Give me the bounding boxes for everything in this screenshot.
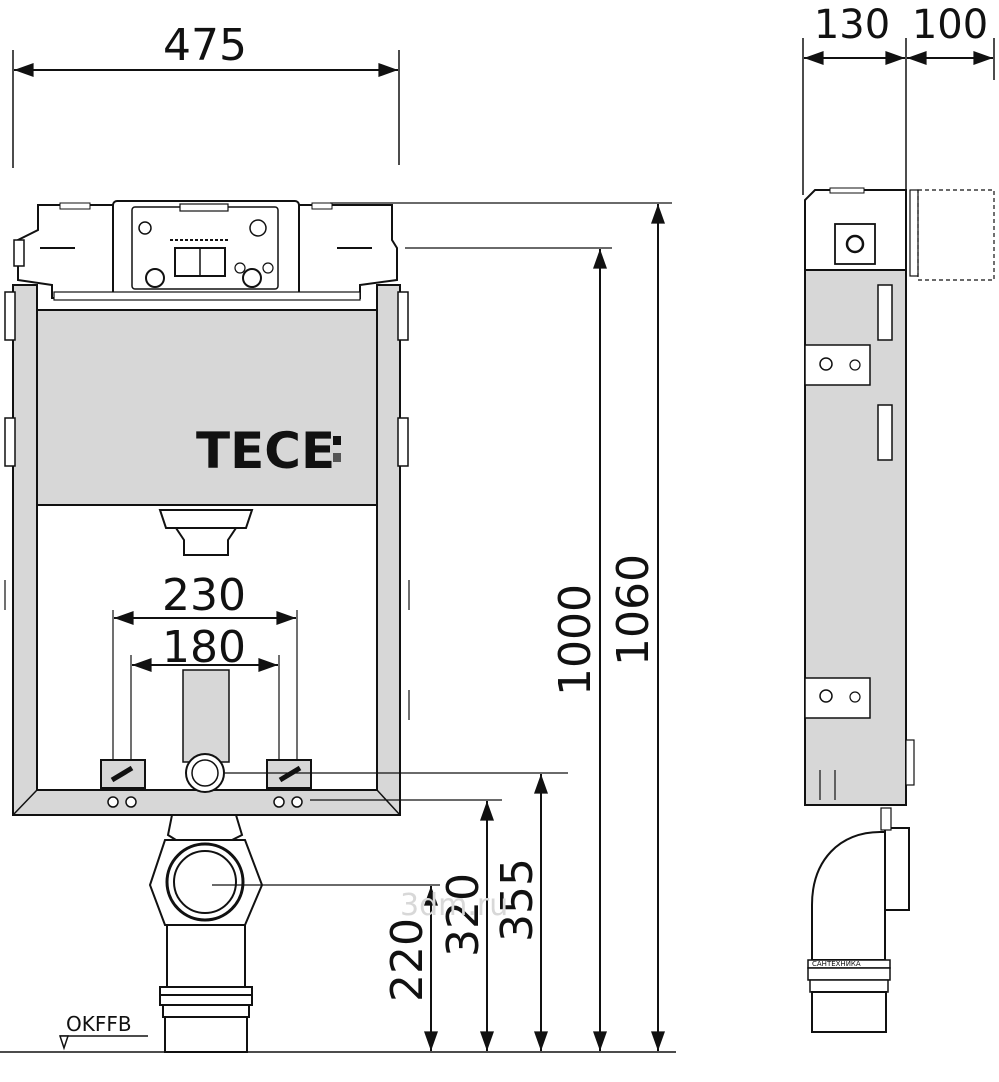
dim-1000-label: 1000 bbox=[550, 584, 601, 696]
dim-230-label: 230 bbox=[162, 570, 246, 621]
drain-elbow bbox=[148, 814, 264, 1053]
dim-bolt-spacing: 230 180 bbox=[112, 570, 298, 760]
pipe-label: САНТЕХНИКА bbox=[812, 960, 861, 968]
brand-text: TECE bbox=[196, 422, 335, 480]
dim-130-label: 130 bbox=[814, 2, 890, 48]
front-frame bbox=[4, 284, 410, 816]
dim-width-label: 475 bbox=[163, 20, 247, 71]
floor-marker: OKFFB bbox=[58, 1012, 148, 1051]
side-head bbox=[804, 187, 995, 281]
dim-180-label: 180 bbox=[162, 622, 246, 673]
dim-320-label: 320 bbox=[438, 873, 489, 957]
dim-depth: 130 100 bbox=[802, 2, 995, 195]
floor-label: OKFFB bbox=[66, 1012, 132, 1036]
dim-355-label: 355 bbox=[492, 858, 543, 942]
dim-100-label: 100 bbox=[912, 2, 988, 48]
front-extension-lines bbox=[0, 202, 676, 1053]
dim-width-475: 475 bbox=[12, 20, 400, 168]
flush-pipe bbox=[158, 509, 254, 793]
dim-220-label: 220 bbox=[382, 918, 433, 1002]
tece-logo: TECE bbox=[196, 422, 341, 480]
mounting-blocks bbox=[100, 759, 312, 808]
side-drain-bend: САНТЕХНИКА bbox=[807, 807, 910, 1033]
tank-head bbox=[13, 200, 398, 301]
dim-1060-label: 1060 bbox=[608, 554, 659, 666]
side-view: 130 100 bbox=[802, 2, 995, 1033]
front-view: 475 bbox=[0, 20, 676, 1053]
side-frame bbox=[804, 269, 915, 806]
vertical-dimensions: 1060 1000 355 320 220 bbox=[382, 204, 665, 1051]
watermark: 3dm.ru bbox=[400, 888, 508, 923]
